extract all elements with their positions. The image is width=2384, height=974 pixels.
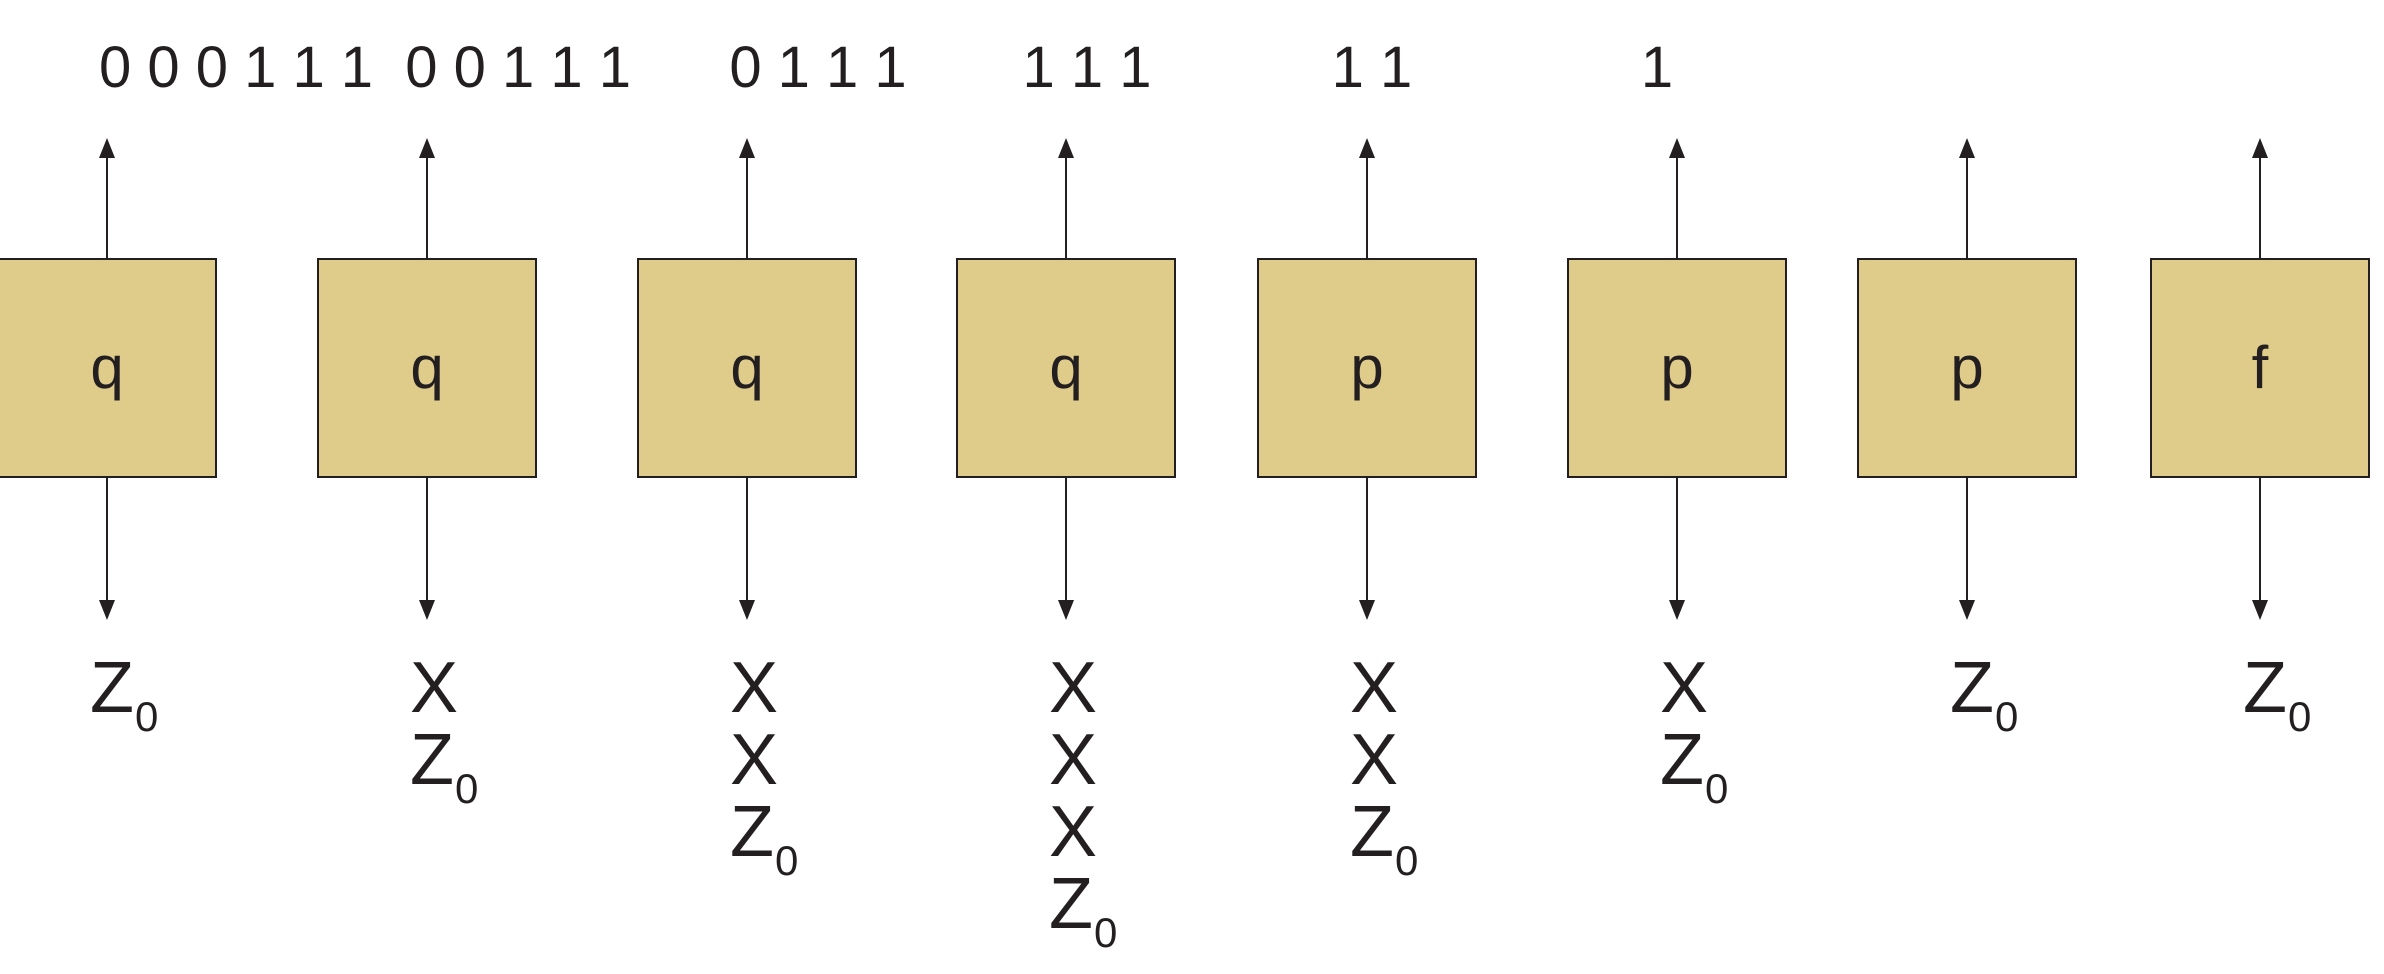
stack-symbol: X — [730, 724, 890, 796]
state-label: q — [730, 334, 764, 401]
remaining-input-label: 1 1 1 — [1022, 35, 1152, 100]
state-box: p — [1857, 258, 2077, 478]
stack-symbol: Z0 — [410, 724, 570, 812]
state-box: q — [637, 258, 857, 478]
stack-symbol-letter: X — [730, 648, 779, 728]
stack-arrow-head — [1359, 600, 1375, 620]
stack-symbol-letter: Z — [1049, 864, 1093, 944]
state-label: q — [90, 334, 124, 401]
stack-symbol-letter: Z — [410, 720, 454, 800]
stack-symbol: X — [1049, 652, 1209, 724]
stack-contents: Z0 — [2243, 652, 2384, 740]
stack-symbol-letter: X — [1660, 648, 1709, 728]
state-label: f — [2251, 334, 2269, 401]
remaining-input-label: 0 1 1 1 — [729, 35, 907, 100]
remaining-input-label: 1 1 — [1331, 35, 1413, 100]
stack-symbol-letter: X — [410, 648, 459, 728]
stack-arrow-head — [2252, 600, 2268, 620]
state-label: q — [1049, 334, 1083, 401]
stack-symbol: Z0 — [90, 652, 250, 740]
input-arrow-head — [99, 138, 115, 158]
state-box: p — [1567, 258, 1787, 478]
remaining-input-label: 1 — [1640, 35, 1674, 100]
stack-symbol-letter: Z — [90, 648, 134, 728]
stack-symbol: X — [1049, 724, 1209, 796]
stack-symbol-subscript: 0 — [2287, 692, 2312, 740]
state-box: f — [2150, 258, 2370, 478]
stack-arrow-head — [1058, 600, 1074, 620]
stack-symbol-letter: Z — [2243, 648, 2287, 728]
input-arrow-head — [1669, 138, 1685, 158]
state-box: q — [956, 258, 1176, 478]
stack-symbol-letter: X — [1350, 648, 1399, 728]
state-label: p — [1950, 334, 1984, 401]
stack-symbol: Z0 — [1950, 652, 2110, 740]
stack-arrow-head — [1959, 600, 1975, 620]
stack-symbol-letter: Z — [730, 792, 774, 872]
input-arrow-head — [739, 138, 755, 158]
stack-symbol-letter: X — [1350, 720, 1399, 800]
input-arrow-head — [1359, 138, 1375, 158]
state-box: q — [317, 258, 537, 478]
stack-symbol-subscript: 0 — [774, 836, 799, 884]
stack-arrow-head — [99, 600, 115, 620]
stack-arrow-head — [1669, 600, 1685, 620]
stack-symbol: X — [410, 652, 570, 724]
stack-symbol: X — [730, 652, 890, 724]
stack-symbol-subscript: 0 — [1704, 764, 1729, 812]
input-arrow-head — [2252, 138, 2268, 158]
remaining-input-label: 0 0 0 1 1 1 0 0 1 1 1 — [98, 35, 632, 100]
stack-symbol: X — [1350, 652, 1510, 724]
stack-symbol: X — [1660, 652, 1820, 724]
stack-symbol-subscript: 0 — [454, 764, 479, 812]
input-arrow-head — [1058, 138, 1074, 158]
stack-symbol-subscript: 0 — [1093, 908, 1118, 956]
state-box: q — [0, 258, 217, 478]
stack-symbol-letter: Z — [1660, 720, 1704, 800]
stack-symbol-subscript: 0 — [134, 692, 159, 740]
stack-symbol-subscript: 0 — [1394, 836, 1419, 884]
stack-symbol-letter: Z — [1350, 792, 1394, 872]
stack-symbol-subscript: 0 — [1994, 692, 2019, 740]
stack-arrow-head — [419, 600, 435, 620]
stack-symbol-letter: X — [1049, 720, 1098, 800]
stack-symbol: Z0 — [1350, 796, 1510, 884]
stack-contents: Z0 — [1950, 652, 2110, 740]
stack-contents: Z0 — [90, 652, 250, 740]
input-arrow-head — [1959, 138, 1975, 158]
state-label: p — [1350, 334, 1384, 401]
state-label: p — [1660, 334, 1694, 401]
state-label: q — [410, 334, 444, 401]
input-arrow-head — [419, 138, 435, 158]
stack-symbol-letter: Z — [1950, 648, 1994, 728]
stack-symbol-letter: X — [1049, 792, 1098, 872]
stack-symbol: X — [1350, 724, 1510, 796]
stack-arrow-head — [739, 600, 755, 620]
stack-symbol: Z0 — [730, 796, 890, 884]
stack-symbol: X — [1049, 796, 1209, 868]
stack-symbol: Z0 — [1660, 724, 1820, 812]
state-box: p — [1257, 258, 1477, 478]
stack-symbol-letter: X — [730, 720, 779, 800]
stack-symbol-letter: X — [1049, 648, 1098, 728]
stack-symbol: Z0 — [1049, 868, 1209, 956]
stack-symbol: Z0 — [2243, 652, 2384, 740]
